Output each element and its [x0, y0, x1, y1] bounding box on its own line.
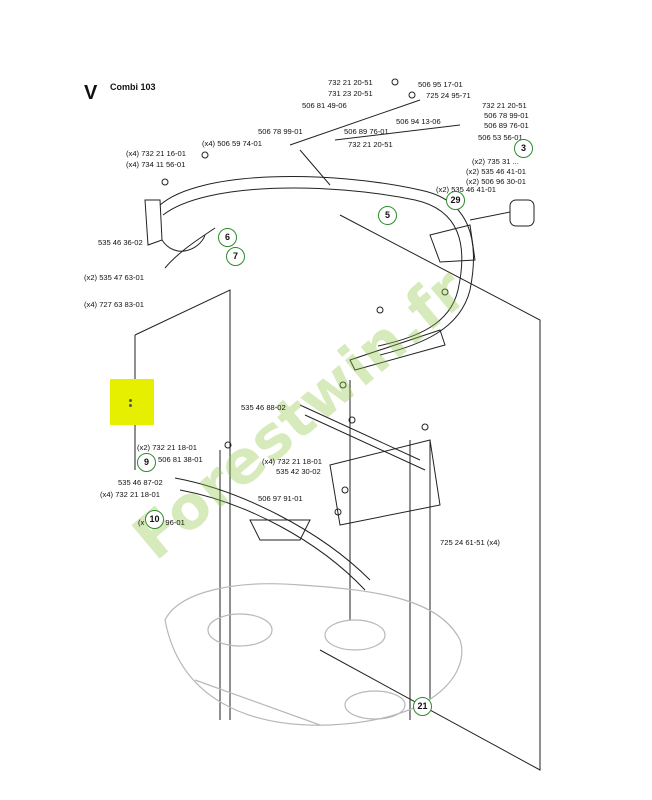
section-letter: V [84, 82, 98, 104]
callout-29: 29 [446, 191, 465, 210]
model-title: Combi 103 [110, 82, 156, 92]
part-label: (x2) 535 46 41-01 [436, 185, 496, 194]
part-label: 506 78 99-01 [258, 127, 303, 136]
part-label: (x4) 732 21 18-01 [100, 490, 160, 499]
part-label: (x2) 535 46 41-01 [466, 167, 526, 176]
callout-7: 7 [226, 247, 245, 266]
part-label: 506 89 76-01 [344, 127, 389, 136]
part-label: 506 78 99-01 [484, 111, 529, 120]
part-label: (x2) 732 21 18-01 [137, 443, 197, 452]
part-label: 732 21 20-51 [482, 101, 527, 110]
part-label: 732 21 20-51 [348, 140, 393, 149]
part-label: 725 24 61-51 (x4) [440, 538, 500, 547]
part-label: 535 46 36-02 [98, 238, 143, 247]
part-label: (x2) 735 31 ... [472, 157, 519, 166]
part-label: 506 81 49-06 [302, 101, 347, 110]
part-label: 732 21 20-51 [328, 78, 373, 87]
part-label: 535 46 87-02 [118, 478, 163, 487]
callout-5: 5 [378, 206, 397, 225]
part-label: 725 24 95-71 [426, 91, 471, 100]
part-label: 506 89 76-01 [484, 121, 529, 130]
part-label: 731 23 20-51 [328, 89, 373, 98]
highlight-dot [129, 404, 132, 407]
part-label: 506 94 13-06 [396, 117, 441, 126]
part-label: (x4) 732 21 18-01 [262, 457, 322, 466]
callout-3: 3 [514, 139, 533, 158]
part-label: (x4) 734 11 56-01 [126, 160, 186, 169]
part-label: (x2) 506 96 30-01 [466, 177, 526, 186]
highlight-box [110, 379, 154, 425]
callout-9: 9 [137, 453, 156, 472]
part-label: 535 46 88-02 [241, 403, 286, 412]
part-label: 506 81 38-01 [158, 455, 203, 464]
part-label: 506 53 56-01 [478, 133, 523, 142]
highlight-dot [129, 399, 132, 402]
part-label: (x4) 727 63 83-01 [84, 300, 144, 309]
part-label: 535 42 30-02 [276, 467, 321, 476]
part-label: (x4) 506 59 74-01 [202, 139, 262, 148]
part-label: (x4) 732 21 16-01 [126, 149, 186, 158]
part-label: (x2) 535 47 63-01 [84, 273, 144, 282]
callout-10: 10 [145, 510, 164, 529]
part-label: 506 95 17-01 [418, 80, 463, 89]
callout-21: 21 [413, 697, 432, 716]
part-label: 506 97 91-01 [258, 494, 303, 503]
callout-6: 6 [218, 228, 237, 247]
